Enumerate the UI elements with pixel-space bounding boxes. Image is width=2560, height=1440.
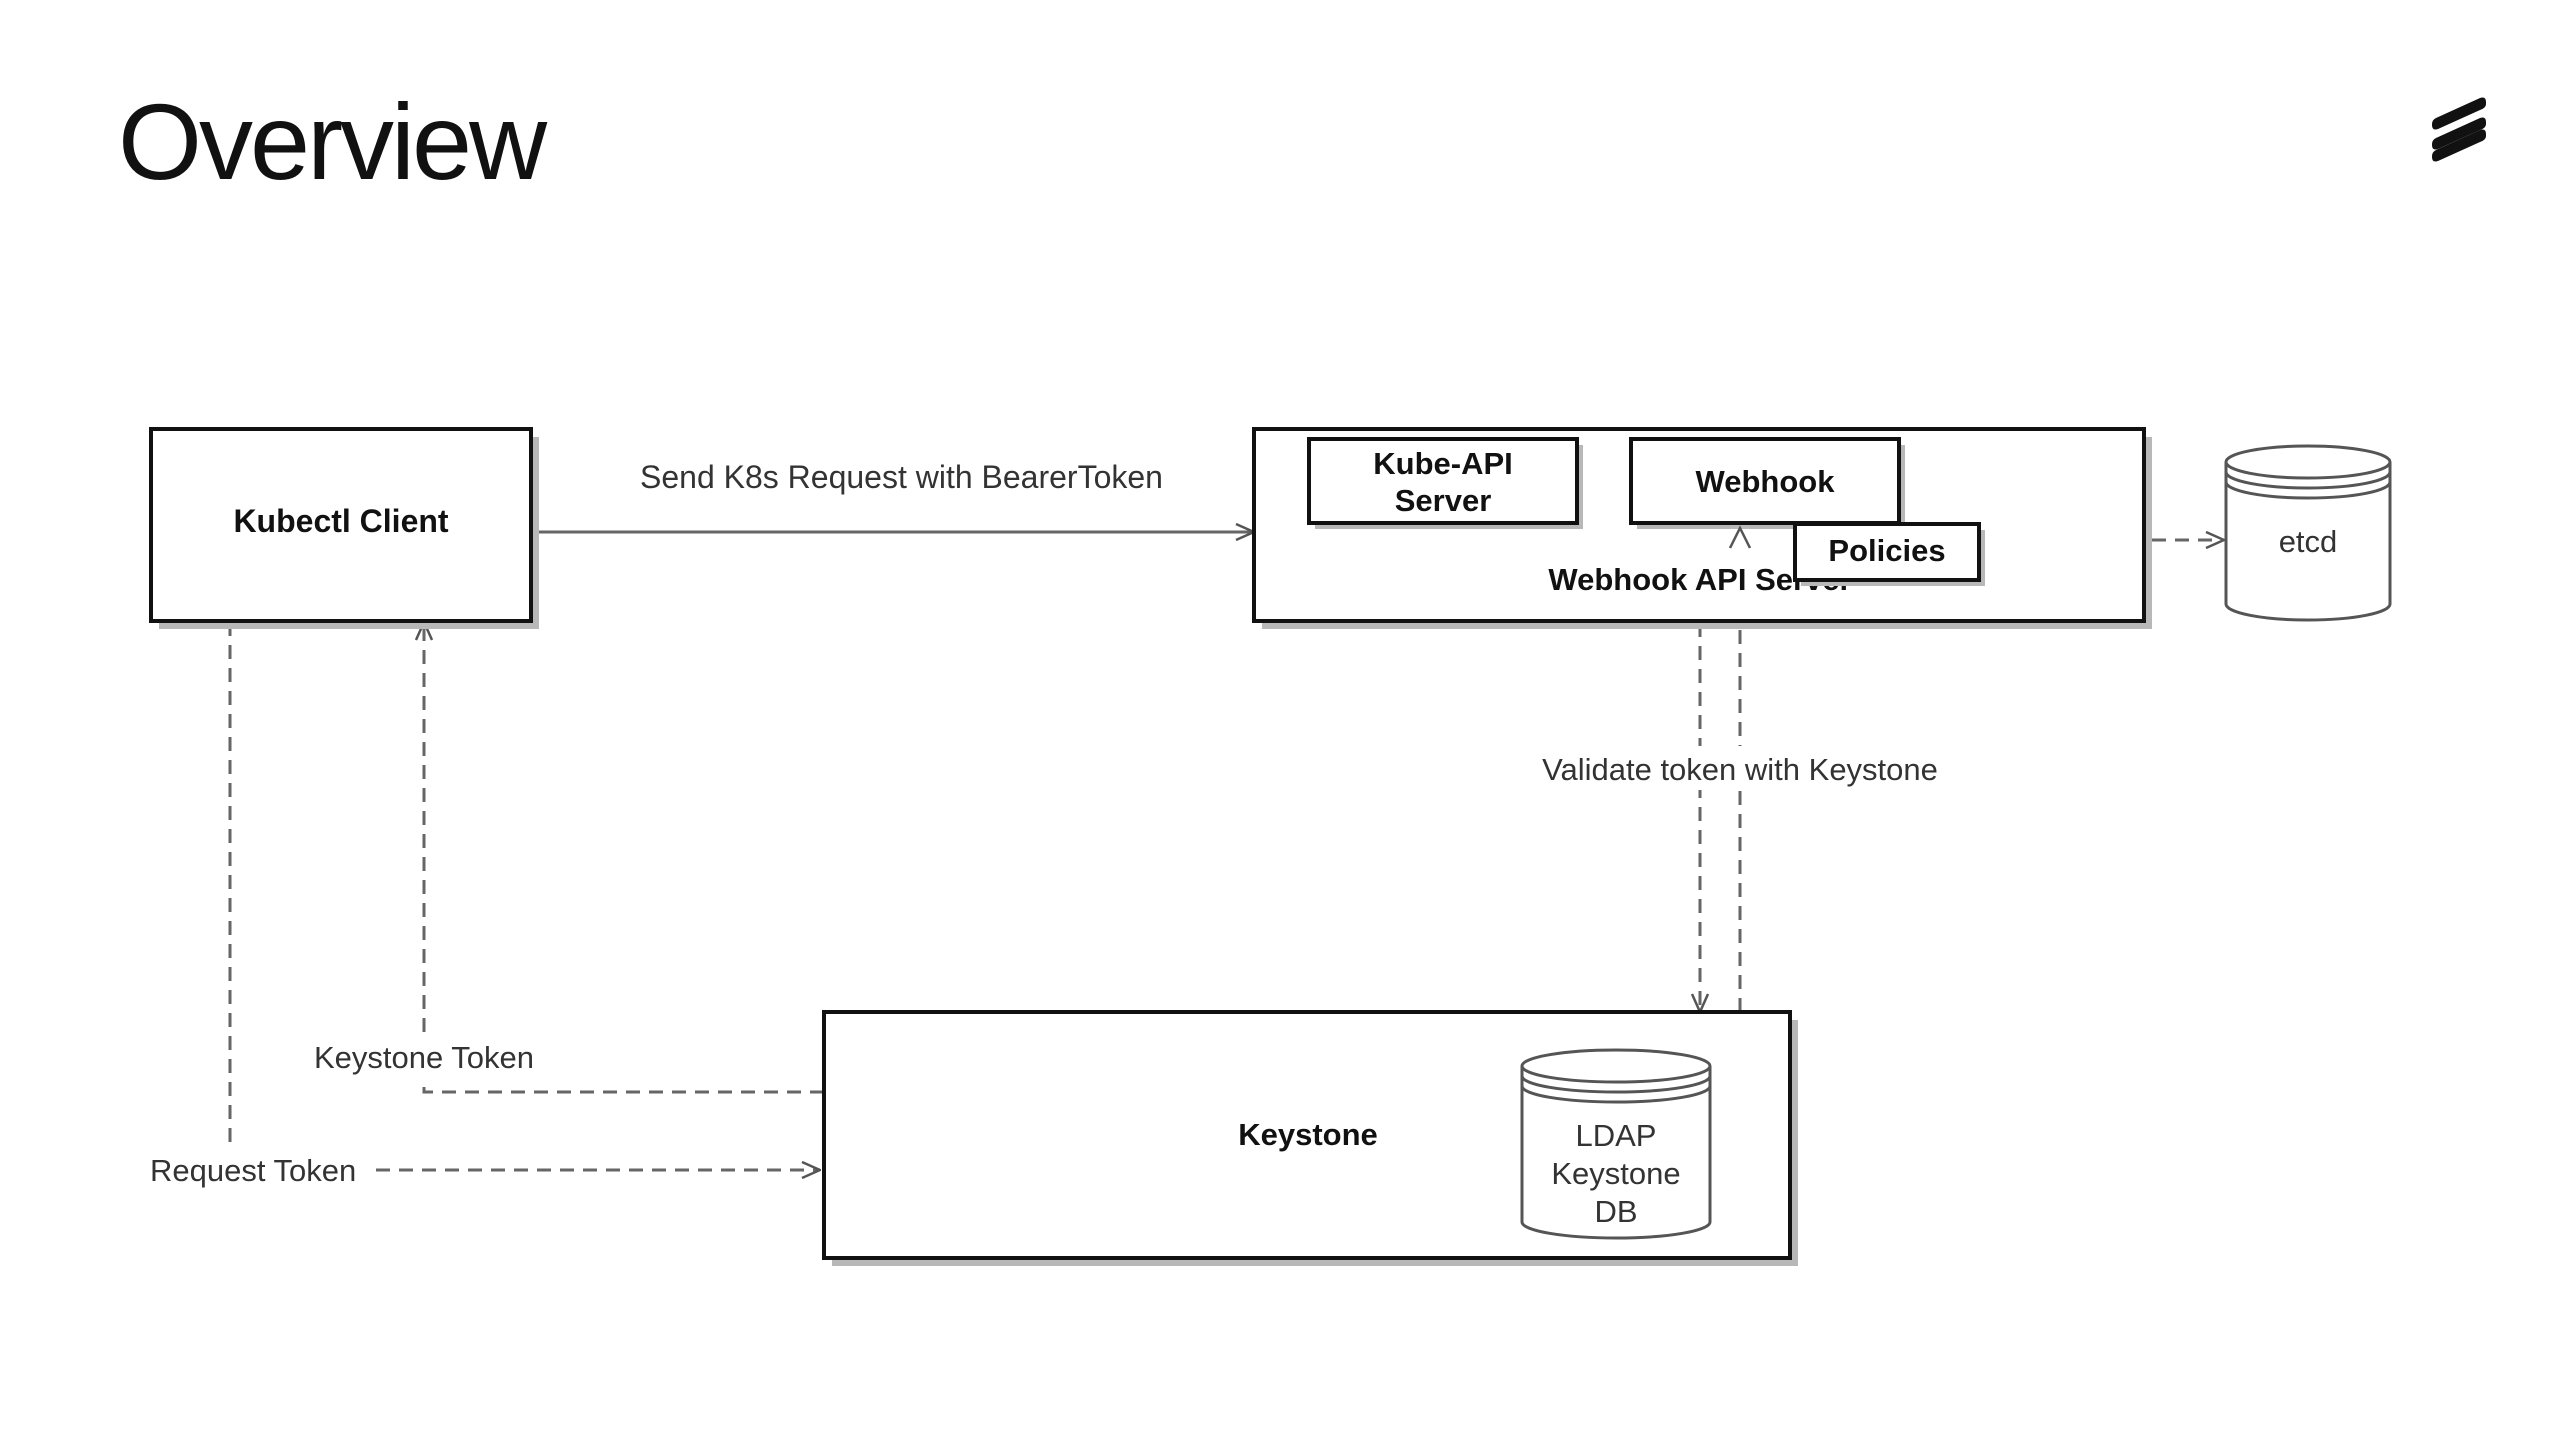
edge-label-request-token: Request Token [150,1153,356,1188]
node-label-ldap-line-1: LDAP [1576,1118,1657,1153]
node-policies: Policies [1793,522,1985,586]
node-webhook: Webhook [1629,437,1905,529]
node-label-ldap-line-3: DB [1594,1194,1637,1229]
node-kube-api-server: Kube-API Server [1307,437,1583,529]
edge-label-validate-token: Validate token with Keystone [1542,752,1938,787]
slide-title: Overview [118,81,547,202]
node-label-kube-api-line-1: Kube-API [1373,446,1513,481]
node-label-ldap-line-2: Keystone [1551,1156,1680,1191]
edge-label-keystone-token: Keystone Token [314,1040,534,1075]
ericsson-logo-icon [2432,97,2486,162]
node-label-kube-api-line-2: Server [1395,483,1492,518]
node-label-keystone: Keystone [1238,1117,1378,1152]
node-kubectl-client: Kubectl Client [149,427,539,629]
node-ldap-keystone-db: LDAP Keystone DB [1520,1048,1712,1240]
node-label-etcd: etcd [2279,524,2338,559]
node-label-policies: Policies [1828,533,1945,568]
edge-keystone-token [424,622,824,1094]
node-label-webhook: Webhook [1696,464,1836,499]
edge-request-token [228,622,820,1170]
edge-validate-arrowhead [1728,525,1752,549]
node-label-kubectl-client: Kubectl Client [233,503,448,539]
node-etcd: etcd [2224,444,2392,622]
edge-label-send-request: Send K8s Request with BearerToken [640,459,1163,495]
